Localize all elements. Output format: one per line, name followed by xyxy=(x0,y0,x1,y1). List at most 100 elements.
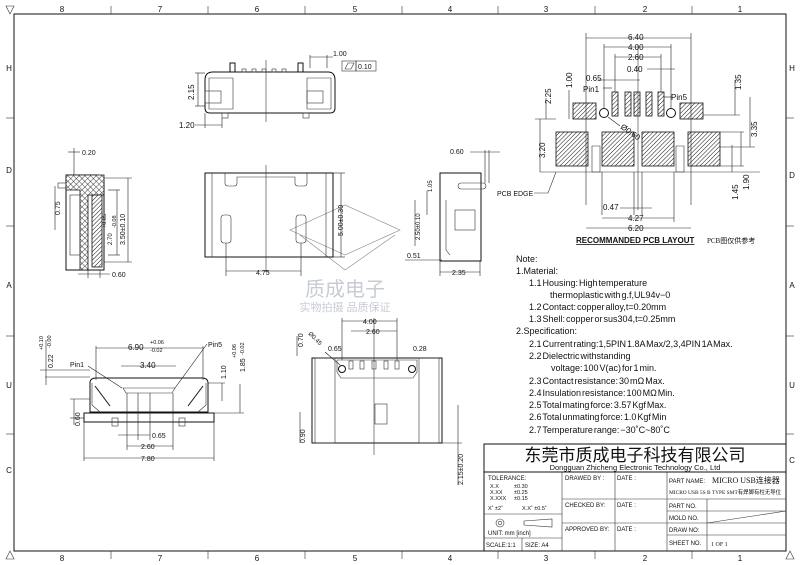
note-line: 2.1 Current rating:1,5PIN 1.8A Max/2,3,4… xyxy=(529,339,733,349)
zone-letter: A xyxy=(789,281,795,290)
part-name: MICRO USB连接器 xyxy=(712,475,780,485)
zone-number: 5 xyxy=(353,5,358,14)
notes-heading: Note: xyxy=(516,254,538,264)
dim-label: 0.60 xyxy=(112,272,126,279)
dim-label: 0.51 xyxy=(407,253,421,260)
note-line: 2.5 Total mating force: 3.57 Kgf Max. xyxy=(529,400,666,410)
dim-label: 2.35 xyxy=(452,270,466,277)
note-line: 2.3 Contact resistance: 30 mΩ Max. xyxy=(529,376,665,386)
company-name-en: Dongguan Zhicheng Electronic Technology … xyxy=(550,463,721,472)
dim-label: 1.35 xyxy=(734,74,743,90)
zone-number: 2 xyxy=(643,554,648,563)
dim-label: 1.00 xyxy=(333,51,347,58)
note-line: 2.4 Insulation resistance: 100 MΩ Min. xyxy=(529,388,675,398)
dim-label: 0.70 xyxy=(298,333,305,347)
dim-label: 3.35 xyxy=(750,121,759,137)
checked-by-label: CHECKED BY: xyxy=(565,503,606,509)
zone-number: 4 xyxy=(448,554,453,563)
dim-label: 2.70 xyxy=(108,233,114,245)
drawing-frame: 8 7 6 5 4 3 2 1 8 7 6 5 4 3 2 1 H D A U … xyxy=(5,5,795,563)
dim-label: Ø0.45 xyxy=(307,331,323,347)
dim-label: 2.25 xyxy=(544,88,553,104)
dim-label: 1.00 xyxy=(565,72,574,88)
note-line: 1.Material: xyxy=(516,266,558,276)
dim-label: 0.75 xyxy=(55,201,62,215)
zone-letter: D xyxy=(6,166,12,175)
flatness-tolerance: 0.10 xyxy=(358,64,372,71)
part-name-label: PART NAME: xyxy=(669,479,705,485)
dim-label: 6.90 xyxy=(128,343,144,352)
zone-number: 7 xyxy=(158,554,163,563)
dim-label: 0.20 xyxy=(82,150,96,157)
dim-tolerance: +0.05 xyxy=(102,214,108,228)
tolerance-value: ±0.15 xyxy=(514,496,528,502)
tolerance-format: X.X xyxy=(490,484,499,490)
zone-letter: H xyxy=(789,64,795,73)
dim-label: 1.20 xyxy=(179,121,195,130)
zone-number: 4 xyxy=(448,5,453,14)
title-block: 东莞市质成电子科技有限公司 Dongguan Zhicheng Electron… xyxy=(483,443,787,552)
dim-label: 0.60 xyxy=(450,149,464,156)
zone-letter: H xyxy=(6,64,12,73)
projection-symbol-icon xyxy=(495,518,553,528)
dim-label: 4.27 xyxy=(628,214,644,223)
date-label: DATE : xyxy=(617,527,636,533)
side-section-view: 0.20 0.75 2.70 +0.05 -0.08 3.50±0.10 0.6… xyxy=(54,148,132,279)
zone-number: 2 xyxy=(643,5,648,14)
draw-no-label: DRAW NO: xyxy=(669,528,700,534)
dim-label: 2.15 xyxy=(187,84,196,100)
watermark-subtitle: 实物拍摄 品质保证 xyxy=(299,300,390,314)
zone-number: 3 xyxy=(544,5,549,14)
zone-letter: C xyxy=(6,466,12,475)
dim-label: 0.28 xyxy=(413,346,427,353)
watermark-title: 质成电子 xyxy=(305,278,385,301)
watermark: 质成电子 实物拍摄 品质保证 xyxy=(289,204,401,314)
tolerance-value: ±0.25 xyxy=(514,490,528,496)
zone-number: 6 xyxy=(255,554,260,563)
dim-label: 2.60 xyxy=(141,444,155,451)
top-view: 2.15 1.20 1.00 0.10 xyxy=(179,51,377,130)
pcb-layout-title: RECOMMANDED PCB LAYOUT xyxy=(576,236,694,245)
right-side-view: 0.60 1.05 2.50±0.10 0.51 2.35 PCB EDGE xyxy=(405,149,557,277)
dim-label: 0.90 xyxy=(300,429,307,443)
mold-no-label: MOLD NO. xyxy=(669,516,699,522)
scale-label: SCALE:1:1 xyxy=(486,543,516,549)
pcb-edge-label: PCB EDGE xyxy=(497,191,534,198)
tolerance-format: X.XX xyxy=(490,490,503,496)
size-label: SIZE: A4 xyxy=(525,543,549,549)
dim-tolerance: +0.06 xyxy=(232,344,238,358)
zone-number: 8 xyxy=(60,5,65,14)
note-line: 2.7 Temperature range: −30˚C~80˚C xyxy=(529,425,670,435)
date-label: DATE : xyxy=(617,476,636,482)
note-line: 1.2 Contact: copper alloy,t=0.20mm xyxy=(529,302,666,312)
bottom-view: 4.00 2.60 0.70 Ø0.45 0.65 0.28 0.90 2.15… xyxy=(296,318,465,485)
dim-label: 0.40 xyxy=(627,65,643,74)
note-line: 1.1 Housing: High temperature xyxy=(529,278,647,288)
end-view: 6.90 +0.06 -0.02 Pin1 Pin5 3.40 0.22 +0.… xyxy=(39,335,247,463)
dim-label: 2.15±0.20 xyxy=(458,454,465,485)
date-label: DATE : xyxy=(617,503,636,509)
pin5-label: Pin5 xyxy=(208,342,222,349)
dim-label: 1.05 xyxy=(428,180,434,192)
dim-label: 4.75 xyxy=(256,270,270,277)
zone-letter: A xyxy=(6,281,12,290)
dim-label: 7.80 xyxy=(141,456,155,463)
pcb-layout-view: 6.40 4.00 2.60 0.40 0.65 Pin1 Pin5 1.00 … xyxy=(535,33,760,245)
dim-label: 2.50±0.10 xyxy=(416,213,422,240)
zone-number: 8 xyxy=(60,554,65,563)
dim-label: 0.47 xyxy=(603,203,619,212)
angle-tolerance: X˚ ±2˚ xyxy=(488,505,503,512)
dim-tolerance: -0.02 xyxy=(240,342,246,355)
dim-label: 1.90 xyxy=(742,174,751,190)
dim-tolerance: +0.06 xyxy=(150,340,164,346)
dim-label: 3.20 xyxy=(538,142,547,158)
notes: Note: 1.Material: 1.1 Housing: High temp… xyxy=(516,254,733,435)
dim-label: 0.65 xyxy=(328,346,342,353)
angle-tolerance: X.X˚ ±0.5˚ xyxy=(522,505,547,512)
zone-letter: U xyxy=(789,381,795,390)
zone-number: 5 xyxy=(353,554,358,563)
tolerance-format: X.XXX xyxy=(490,496,507,502)
note-line: 2.6 Total unmating force: 1.0 Kgf Min xyxy=(529,412,666,422)
dim-label: 3.40 xyxy=(140,361,156,370)
zone-letter: C xyxy=(789,456,795,465)
